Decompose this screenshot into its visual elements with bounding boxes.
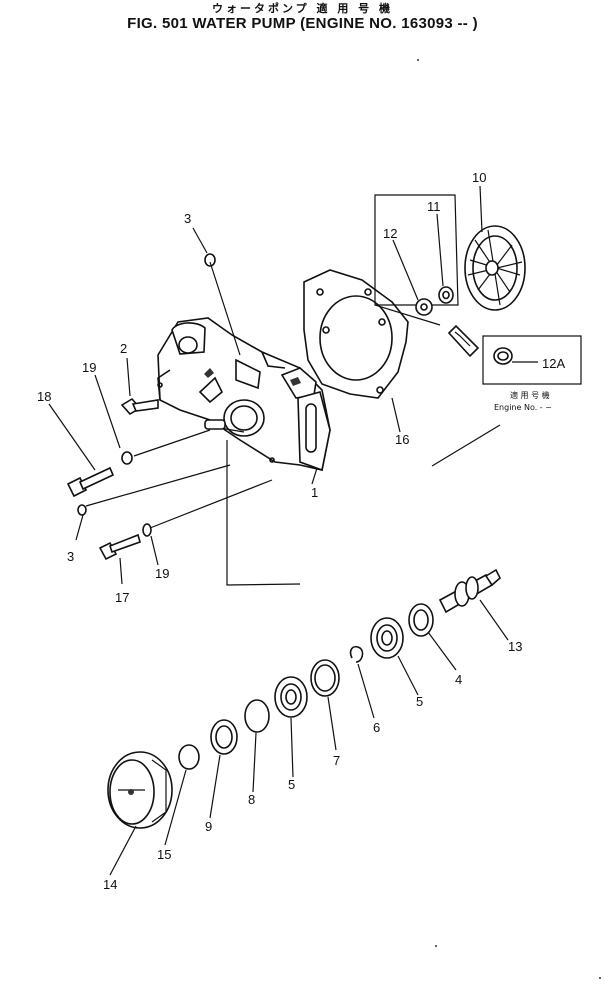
leader-lines [48, 185, 509, 876]
title-japanese: ウォータポンプ 適 用 号 機 [212, 2, 393, 15]
bolt-17 [98, 533, 141, 561]
plug-3-lower [77, 504, 87, 516]
figure-title: FIG. 501 WATER PUMP (ENGINE NO. 163093 -… [127, 15, 478, 32]
impeller [464, 225, 526, 311]
seal-9 [210, 719, 238, 755]
align-line-2 [85, 464, 231, 507]
callout-17: 17 [115, 590, 129, 605]
gasket [303, 269, 409, 399]
plug-3-top [204, 253, 216, 267]
callout-13: 13 [508, 639, 522, 654]
callout-2: 2 [120, 341, 127, 356]
callout-4: 4 [455, 672, 462, 687]
callout-19-upper: 19 [82, 360, 96, 375]
shaft [438, 568, 501, 614]
ring-8 [244, 699, 270, 733]
align-line-1 [133, 429, 211, 457]
washer-19-lower [142, 523, 152, 537]
callout-14: 14 [103, 877, 117, 892]
callout-5-lower: 5 [288, 777, 295, 792]
align-line-shaft [431, 424, 501, 467]
pump-housing [157, 317, 331, 472]
sleeve-15 [178, 744, 200, 770]
washer [415, 298, 433, 316]
callout-8: 8 [248, 792, 255, 807]
applicability-en: Engine No. - ~ [494, 403, 552, 412]
impeller-group-box [374, 194, 459, 326]
bolt-2 [120, 397, 159, 416]
applicability-jp: 適 用 号 機 [510, 390, 550, 400]
callout-7: 7 [333, 753, 340, 768]
threaded-stud [447, 324, 480, 358]
callout-9: 9 [205, 819, 212, 834]
bolt-18 [66, 466, 115, 498]
snap-ring-6 [349, 645, 364, 663]
part-12a-box [482, 335, 582, 385]
callout-5-upper: 5 [416, 694, 423, 709]
ring-7 [310, 659, 340, 697]
align-line-plug [209, 261, 241, 356]
callout-19-lower: 19 [155, 566, 169, 581]
callout-12: 12 [383, 226, 397, 241]
align-bracket [226, 440, 301, 586]
align-line-3 [149, 479, 273, 529]
callout-6: 6 [373, 720, 380, 735]
bearing-5-upper [370, 617, 404, 659]
callout-1: 1 [311, 485, 318, 500]
callout-15: 15 [157, 847, 171, 862]
callout-12a: 12A [542, 356, 565, 371]
ring-4 [408, 603, 434, 637]
callout-3-top: 3 [184, 211, 191, 226]
pulley-14 [107, 751, 173, 829]
callout-11: 11 [427, 199, 441, 214]
callout-10: 10 [472, 170, 486, 185]
bearing-5-lower [274, 676, 308, 718]
callout-16: 16 [395, 432, 409, 447]
nut [438, 286, 454, 304]
callout-3-lower: 3 [67, 549, 74, 564]
callout-18: 18 [37, 389, 51, 404]
washer-19-upper [121, 451, 133, 465]
